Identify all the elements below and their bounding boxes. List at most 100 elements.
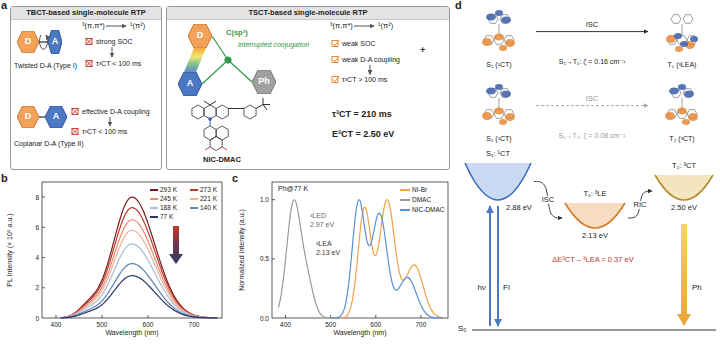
spectrum-curve [60, 197, 217, 318]
donor-ring: D [188, 24, 212, 48]
transition-arrows [110, 117, 111, 126]
legend-text: DMAC [412, 196, 431, 203]
tick-label: 400 [51, 321, 62, 328]
ring-bond [204, 105, 216, 119]
state-label: S₁ (¹CT) [486, 61, 511, 70]
homo-lobe [684, 91, 694, 98]
bond [499, 98, 500, 109]
tick-label: 6 [35, 224, 39, 231]
spectrum-curve [60, 230, 217, 318]
ring-shape [188, 24, 212, 48]
ring-shape [17, 106, 39, 128]
sp3-linker [225, 57, 231, 63]
cross-checkbox [72, 39, 92, 135]
box-heading: TBCT-based single-molecule RTP [11, 7, 161, 20]
energy-value: 2.88 eV [506, 204, 532, 212]
panel-letter: c [232, 172, 238, 184]
molecule-type: Coplanar D-A (Type II) [14, 140, 84, 148]
bond [263, 98, 264, 105]
energy-arrows [497, 206, 499, 326]
bond [210, 101, 216, 105]
ring-bond [216, 105, 228, 119]
potential-well: S₁: ¹CT2.88 eV [462, 150, 534, 220]
orbital-lobes [482, 10, 515, 51]
bond [263, 104, 270, 105]
orbital-picture: S₁ (¹CT) [462, 80, 536, 144]
legend-swatch [400, 199, 410, 201]
tick-checkbox [333, 57, 339, 62]
cross-checkbox [72, 109, 78, 115]
chart-curves [60, 197, 217, 318]
ring-shape [45, 106, 67, 128]
tick-checkbox [333, 41, 339, 46]
legend-swatch [400, 209, 410, 211]
legend-entry: NI-Br [400, 186, 427, 194]
legend-entry: 245 K [150, 195, 177, 203]
bond [682, 98, 683, 109]
cross-checkbox [86, 39, 92, 45]
lumo-lobe [505, 113, 515, 121]
ring-label: Ph [258, 77, 270, 87]
well-fill [565, 203, 625, 228]
tick-label: 400 [280, 321, 291, 328]
coupling-value: S₁→T₂: ζ = 0.08 cm⁻¹ [559, 132, 626, 140]
tick-checkbox [332, 57, 338, 63]
ring-label: D [25, 112, 32, 122]
lumo-lobe [665, 112, 675, 120]
state-term: ¹(π²) [130, 22, 145, 30]
cooling-arrow [169, 226, 183, 264]
ring-label: D [25, 37, 32, 47]
chart-frame [42, 182, 222, 318]
tick-label: 0.0 [260, 315, 269, 322]
bond-line [39, 116, 45, 118]
lumo-lobe [494, 34, 504, 41]
tick-label: 500 [97, 321, 108, 328]
chart-curves [278, 200, 443, 318]
tick-label: 600 [143, 321, 154, 328]
ring-skeleton [671, 15, 681, 24]
tick-checkbox [333, 77, 339, 82]
bond-line [39, 41, 48, 43]
ring-bond [192, 105, 204, 119]
panel-letter: a [1, 0, 7, 11]
edge-label: ISC [541, 196, 556, 204]
legend-text: 188 K [160, 204, 177, 211]
legend-swatch [150, 207, 158, 209]
cross-checkbox [72, 129, 78, 135]
state-label: ³LEA [316, 240, 332, 248]
donor-ring: D [17, 106, 39, 128]
orbital-picture-art [648, 6, 716, 58]
box-heading: TSCT-based single-molecule RTP [167, 7, 449, 20]
legend-entry: 77 K [150, 213, 173, 221]
legend-entry: 293 K [150, 186, 177, 194]
bond [205, 147, 210, 150]
lumo-lobe [688, 113, 698, 121]
transition-arrow [536, 31, 648, 32]
energy-arrows [677, 224, 691, 326]
spectrum-curve [60, 276, 217, 318]
energy-value: 2.13 eV [582, 232, 608, 240]
cooling-arrow [169, 226, 183, 264]
ring-skeleton [683, 15, 693, 24]
molecule-name: NIC-DMAC [203, 156, 241, 164]
homo-lobe [495, 84, 503, 90]
cross-checkbox [72, 129, 78, 135]
legend-swatch [190, 207, 198, 209]
legend-swatch [150, 198, 158, 200]
orbital-picture: T₁ (³LEA) [648, 6, 716, 70]
ring-skeleton [683, 89, 693, 98]
tick-checkbox [332, 41, 338, 47]
homo-lobe [669, 88, 679, 95]
legend-swatch [190, 198, 198, 200]
sp3-linker [228, 60, 252, 82]
homo-lobe [501, 17, 511, 24]
tick-label: 500 [325, 321, 336, 328]
cross-checkbox [86, 61, 92, 67]
homo-lobe [495, 10, 503, 16]
linker-label: C(sp³) [226, 29, 248, 37]
legend-text: 77 K [160, 213, 173, 220]
molecule-structure [192, 98, 270, 151]
legend-entry: 273 K [190, 186, 217, 194]
spectrum-curve [331, 200, 444, 318]
